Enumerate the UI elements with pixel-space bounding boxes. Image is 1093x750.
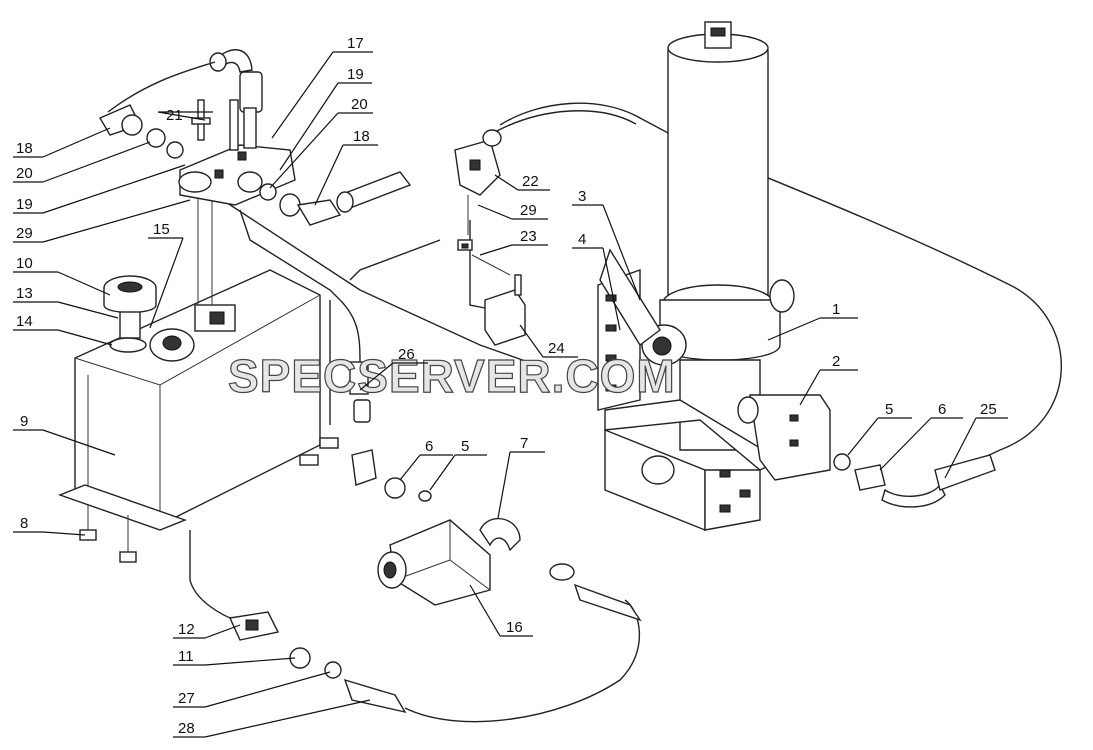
callout-14: 14 (16, 313, 33, 330)
callout-9: 9 (20, 413, 28, 430)
gear-pump (377, 517, 642, 622)
callout-24: 24 (548, 340, 565, 357)
callout-23: 23 (520, 228, 537, 245)
callout-29: 29 (520, 202, 537, 219)
pto-control-valve (454, 129, 526, 346)
callout-27: 27 (178, 690, 195, 707)
callout-6-right: 6 (938, 401, 946, 418)
callout-16: 16 (506, 619, 523, 636)
callout-5: 5 (461, 438, 469, 455)
filler-breather-cap (103, 275, 157, 353)
suction-line-fittings (228, 611, 407, 714)
callout-19: 19 (347, 66, 364, 83)
callout-21: 21 (166, 107, 183, 124)
callout-4: 4 (578, 231, 586, 248)
callout-29-left: 29 (16, 225, 33, 242)
hydraulic-cylinder (641, 21, 795, 451)
return-filter (149, 190, 236, 362)
callout-leaders (13, 51, 1008, 738)
callout-18: 18 (353, 128, 370, 145)
lower-mounting-base (604, 399, 782, 532)
callout-22: 22 (522, 173, 539, 190)
callout-19-left: 19 (16, 196, 33, 213)
callout-12: 12 (178, 621, 195, 638)
callout-15: 15 (153, 221, 170, 238)
return-line-fittings (833, 453, 996, 508)
callout-7: 7 (520, 435, 528, 452)
callout-17: 17 (347, 35, 364, 52)
callout-13: 13 (16, 285, 33, 302)
callout-26: 26 (398, 346, 415, 363)
hose-lines (189, 102, 1062, 723)
callout-20-left: 20 (16, 165, 33, 182)
callout-5-right: 5 (885, 401, 893, 418)
callout-28: 28 (178, 720, 195, 737)
callout-10: 10 (16, 255, 33, 272)
callout-6: 6 (425, 438, 433, 455)
control-valve-assembly (98, 49, 412, 226)
pressure-hose-fitting (349, 361, 432, 502)
upper-mounting-bracket (597, 248, 661, 411)
callout-2: 2 (832, 353, 840, 370)
callout-3: 3 (578, 188, 586, 205)
watermark: SPECSERVER.COM (228, 350, 676, 402)
callout-20: 20 (351, 96, 368, 113)
callout-numbers: 17 19 20 18 22 29 23 24 21 18 20 19 29 1… (16, 35, 997, 737)
pivot-bracket (737, 394, 831, 481)
callout-11: 11 (178, 648, 194, 665)
callout-18-left: 18 (16, 140, 33, 157)
callout-1: 1 (832, 301, 840, 318)
callout-25: 25 (980, 401, 997, 418)
callout-8: 8 (20, 515, 28, 532)
